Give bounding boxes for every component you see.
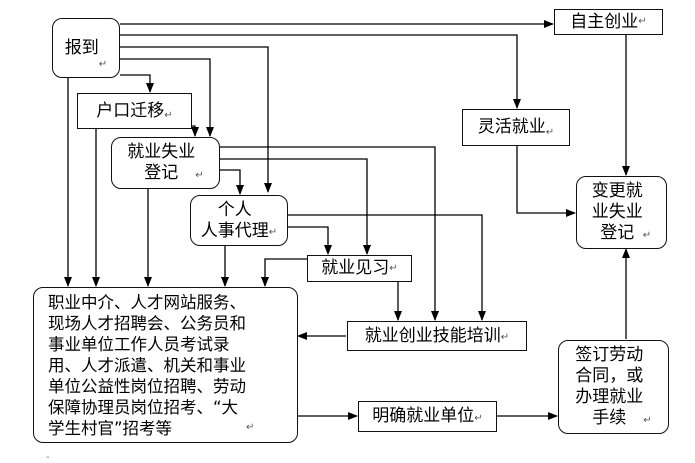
node-baodao-label: 报到: [64, 37, 99, 58]
node-jiuye-shiye-dengji: 就业失业 登记↵: [111, 137, 220, 189]
arrow-geren-to-jianxi: [288, 226, 332, 255]
node-jiuye-shiye-label: 就业失业 登记: [127, 142, 196, 183]
node-qianding-label: 签订劳动 合同，或 办理就业 手续: [575, 345, 644, 428]
node-linghuo-label: 灵活就业: [477, 117, 546, 137]
node-zhiye-label: 职业中介、人才网站服务、 现场人才招聘会、公务员和 事业单位工作人员考试录 用、…: [48, 292, 246, 438]
node-jiuye-jianxi: 就业见习↵: [307, 255, 412, 282]
node-jineng-peixun: 就业创业技能培训↵: [347, 321, 527, 351]
node-zizhu-label: 自主创业: [570, 11, 639, 32]
node-mingque-jiuye-danwei: 明确就业单位↵: [358, 401, 497, 432]
node-biangeng-dengji: 变更就 业失业 登记↵: [576, 176, 667, 249]
node-geren-renshi-daili: 个人 人事代理↵: [190, 195, 288, 246]
node-hukou: 户口迁移↵: [77, 93, 192, 129]
node-peixun-label: 就业创业技能培训: [364, 325, 501, 346]
node-geren-label: 个人 人事代理: [200, 199, 269, 241]
arrow-baodao-to-geren: [120, 46, 272, 193]
arrow-baodao-to-jiuye: [120, 58, 214, 137]
node-linghuo-jiuye: 灵活就业↵: [462, 109, 570, 146]
node-mingque-label: 明确就业单位: [372, 406, 475, 426]
arrow-baodao-to-hukou: [120, 74, 154, 93]
arrow-jiuye-to-peixun: [220, 146, 439, 321]
node-qianding-hetong: 签订劳动 合同，或 办理就业 手续↵: [558, 340, 669, 434]
arrow-linghuo-to-biangeng: [516, 146, 576, 217]
arrow-baodao-to-linghuo: [120, 34, 521, 109]
arrow-jianxi-to-zhiye: [261, 258, 307, 287]
arrow-jiuye-to-jianxi: [220, 158, 371, 255]
arrow-jiuye-to-geren: [220, 169, 244, 195]
corner-mark: -: [46, 452, 50, 463]
node-biangeng-label: 变更就 业失业 登记: [591, 181, 643, 243]
arrow-hukou-to-jiuye: [191, 125, 199, 137]
node-zhiye-zhongjie: 职业中介、人才网站服务、 现场人才招聘会、公务员和 事业单位工作人员考试录 用、…: [33, 287, 298, 443]
node-baodao: 报到↵: [52, 18, 120, 78]
arrow-geren-to-peixun: [288, 214, 486, 321]
node-zizhu-chuangye: 自主创业↵: [554, 9, 663, 35]
node-hukou-label: 户口迁移: [96, 100, 165, 121]
node-jianxi-label: 就业见习: [321, 258, 390, 278]
